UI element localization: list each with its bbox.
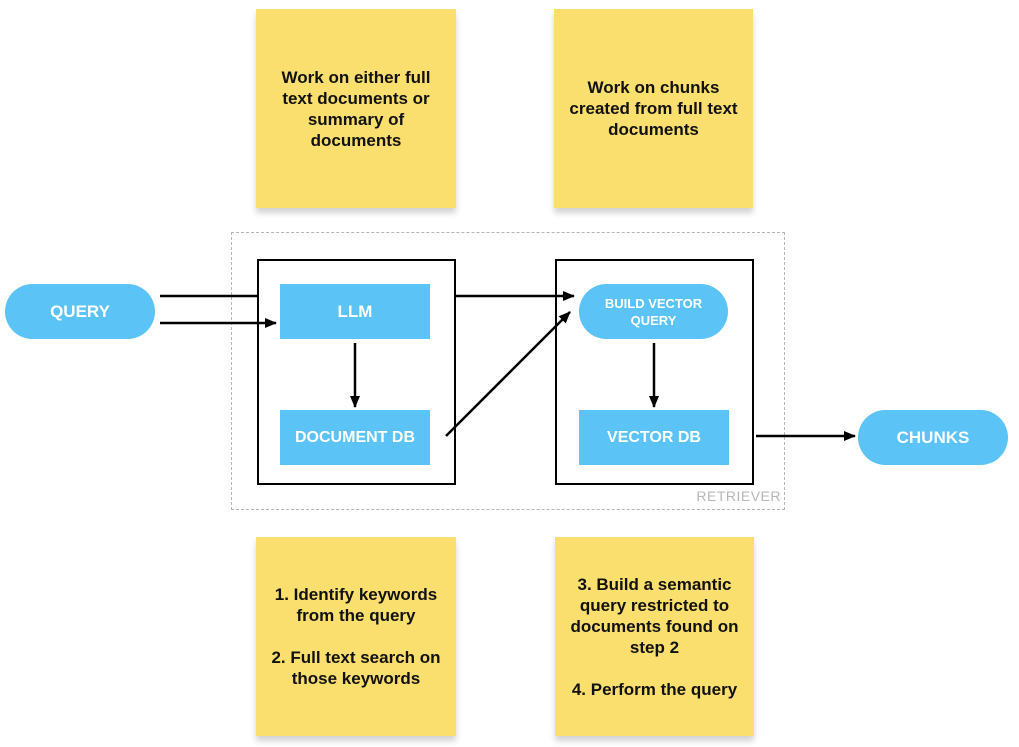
sticky-note-keyword-steps: 1. Identify keywords from the query 2. F…: [256, 537, 456, 736]
retriever-container: [231, 232, 785, 510]
note-line: Work on either full: [281, 67, 431, 87]
note-line: step 2: [629, 637, 680, 657]
note-line: 4. Perform the query: [571, 679, 738, 699]
note-line: 2. Full text search on: [271, 648, 441, 667]
vector-db-node[interactable]: VECTOR DB: [579, 410, 729, 465]
chunks-label: CHUNKS: [896, 427, 970, 447]
query-label: QUERY: [50, 301, 110, 321]
vector-search-frame: [555, 259, 754, 485]
note-line: summary of: [307, 109, 405, 129]
retriever-label: RETRIEVER: [696, 488, 781, 504]
sticky-note-semantic-steps: 3. Build a semantic query restricted to …: [555, 537, 754, 736]
note-line: those keywords: [291, 669, 421, 688]
chunks-node[interactable]: CHUNKS: [858, 410, 1008, 465]
llm-node[interactable]: LLM: [280, 284, 430, 339]
note-line: query restricted to: [579, 595, 730, 615]
note-line: 1. Identify keywords: [274, 585, 438, 604]
arrow-document-db-to-build-query: [445, 311, 571, 437]
query-node[interactable]: QUERY: [5, 284, 155, 339]
note-line: documents found on: [570, 616, 739, 636]
document-db-label: DOCUMENT DB: [295, 428, 415, 446]
sticky-note-full-text: Work on either full text documents or su…: [256, 9, 456, 208]
note-line: Work on chunks: [587, 78, 720, 97]
sticky-note-chunks: Work on chunks created from full text do…: [554, 9, 753, 208]
vector-db-label: VECTOR DB: [607, 428, 701, 446]
build-vector-query-label-line1: BUILD VECTOR: [604, 295, 703, 311]
document-db-node[interactable]: DOCUMENT DB: [280, 410, 430, 465]
note-line: created from full text: [569, 99, 738, 118]
note-line: documents: [310, 130, 402, 150]
build-vector-query-label-line2: QUERY: [630, 312, 677, 328]
note-line: 3. Build a semantic: [577, 574, 732, 594]
note-line: from the query: [296, 606, 416, 625]
keyword-search-frame: [257, 259, 456, 485]
note-line: text documents or: [282, 88, 430, 108]
note-line: documents: [608, 120, 699, 139]
llm-label: LLM: [337, 301, 373, 321]
build-vector-query-node[interactable]: BUILD VECTOR QUERY: [579, 284, 728, 339]
